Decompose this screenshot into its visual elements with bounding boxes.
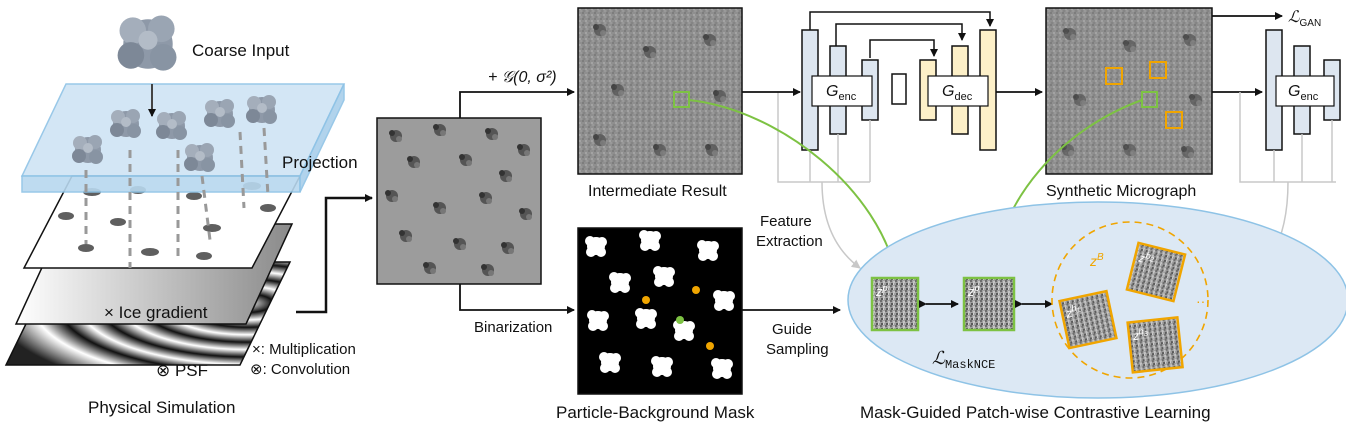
negative-set-label: zB [1089,252,1104,269]
masknce-loss-label: ℒMaskNCE [932,348,995,372]
negative-patch: zb3 [1126,316,1184,374]
gan-loss-label: ℒGAN [1288,9,1321,29]
synthetic-positive-patch [1141,91,1158,108]
physical-simulation-title: Physical Simulation [88,398,235,417]
query-patch [870,276,920,332]
mask-positive-sample [676,316,684,324]
svg-text:zb1: zb1 [1063,302,1082,321]
g-enc-label-right: Genc [1288,83,1319,103]
projection-lines [84,127,270,268]
guide-sampling-label-1: Guide [772,321,812,338]
key-patch-label: zp [967,283,980,299]
g-enc-label: Genc [826,83,857,103]
synthetic-micrograph-label: Synthetic Micrograph [1046,183,1196,200]
encoder-right: Genc [1239,29,1341,269]
protein-particle-icon [110,109,141,138]
negative-patch: zb2 [1125,241,1187,303]
protein-particle-icon [204,99,235,128]
mask-negative-sample [706,342,714,350]
legend-multiplication: ×: Multiplication [252,341,356,358]
feature-extraction-label-1: Feature [760,213,812,230]
ice-gradient-label: × Ice gradient [104,303,208,322]
coarse-input-label: Coarse Input [192,41,290,60]
negative-set-circle [1051,221,1209,379]
noise-arrow [459,88,575,118]
synthetic-micrograph-image [1045,7,1213,175]
projection-label: Projection [282,153,358,172]
key-patch [962,276,1016,332]
g-dec-box [927,75,989,107]
g-dec-label: Gdec [942,83,973,103]
protein-particle-icon [246,95,277,124]
g-enc-box-right [1275,75,1335,107]
negative-patch: zb1 [1058,289,1118,350]
particle-background-mask [577,227,743,395]
mask-negative-sample [692,286,700,294]
protein-particle-icon [72,135,103,164]
intermediate-result-image [577,7,743,175]
generator: Genc Gdec [777,11,997,269]
legend-convolution: ⊗: Convolution [250,361,350,378]
intermediate-result-label: Intermediate Result [588,183,727,200]
ice-slab-front [21,175,301,193]
psf-label: ⊗ PSF [156,361,208,380]
synthetic-negative-patch [1165,111,1183,129]
synthetic-negative-patch [1105,67,1123,85]
binarization-arrow [459,284,575,314]
coarse-input-protein-icon [117,15,177,71]
physical-simulation-panel: Coarse Input Projection × Ice gradient ⊗… [4,15,358,417]
protein-particle-icon [184,143,215,172]
svg-text:zb2: zb2 [1136,248,1155,267]
g-enc-box [811,75,873,107]
guide-sampling-label-2: Sampling [766,341,829,358]
feature-extraction-label-2: Extraction [756,233,823,250]
binarization-label: Binarization [474,319,552,336]
intermediate-positive-patch [673,91,690,108]
protein-particle-icon [156,111,187,140]
noise-label: + 𝒢(0, σ²) [488,69,557,86]
ellipsis-label: ··· [1196,293,1210,309]
svg-text:zb3: zb3 [1131,326,1149,344]
synthetic-negative-patch [1149,61,1167,79]
particle-mask-label: Particle-Background Mask [556,403,755,422]
bottleneck-block [891,73,907,105]
query-patch-label: zp [875,283,888,299]
simulation-to-micrograph-arrow [296,194,373,314]
feature-extraction-arrow [821,181,861,269]
ice-slab-side [299,83,345,193]
mask-negative-sample [642,296,650,304]
positive-query-arrow [688,99,900,279]
contrastive-learning-panel: zp zp zB zb1 zb2 zb3 ··· ℒMaskNCE [847,201,1346,399]
simulated-micrograph [376,117,542,285]
contrastive-learning-title: Mask-Guided Patch-wise Contrastive Learn… [860,403,1211,422]
